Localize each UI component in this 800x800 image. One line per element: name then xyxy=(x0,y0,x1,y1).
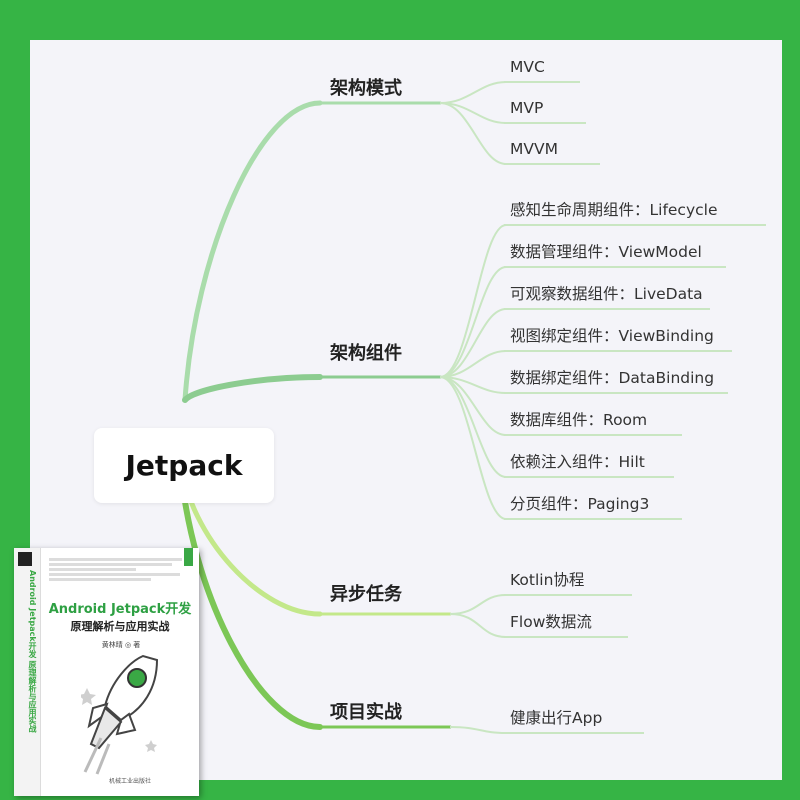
leaf-connector xyxy=(449,594,507,615)
publisher-logo-icon xyxy=(18,552,32,566)
leaf-connector xyxy=(439,376,507,520)
leaf-label[interactable]: 可观察数据组件：LiveData xyxy=(510,285,703,303)
root-node-label: Jetpack xyxy=(125,449,243,482)
book-spine-title: Android Jetpack开发 原理解析与应用实战 xyxy=(28,570,37,733)
leaf-connector xyxy=(439,266,507,378)
leaf-label[interactable]: 数据绑定组件：DataBinding xyxy=(510,369,714,387)
book-cover-image: Android Jetpack开发 原理解析与应用实战 Android Jetp… xyxy=(14,548,199,796)
leaf-label[interactable]: MVC xyxy=(510,58,545,76)
book-front: Android Jetpack开发 原理解析与应用实战 黄林晴 ◎ 著 机械工业… xyxy=(41,548,199,796)
book-spine: Android Jetpack开发 原理解析与应用实战 xyxy=(14,548,41,796)
root-node[interactable]: Jetpack xyxy=(94,428,274,503)
leaf-label[interactable]: Kotlin协程 xyxy=(510,571,584,589)
branch-label[interactable]: 项目实战 xyxy=(330,701,402,723)
leaf-label[interactable]: MVVM xyxy=(510,140,558,158)
book-title: Android Jetpack开发 xyxy=(48,602,192,617)
branch-label[interactable]: 架构组件 xyxy=(330,342,402,364)
mindmap-diagram: 架构模式 MVC MVP MVVM 架构组件 感知生命周期组件：Lifecycle 数据管理… xyxy=(177,58,766,734)
book-publisher: 机械工业出版社 xyxy=(108,778,151,785)
branch-label[interactable]: 架构模式 xyxy=(330,77,402,99)
branch-connector xyxy=(177,457,323,730)
book-author: 黄林晴 ◎ 著 xyxy=(101,641,141,649)
leaf-connector xyxy=(449,613,507,638)
leaf-connector xyxy=(439,376,507,436)
leaf-label[interactable]: Flow数据流 xyxy=(510,613,592,631)
leaf-label[interactable]: 依赖注入组件：Hilt xyxy=(510,453,645,471)
cover-accent-bar xyxy=(184,548,193,566)
book-subtitle: 原理解析与应用实战 xyxy=(70,620,170,633)
leaf-label[interactable]: 感知生命周期组件：Lifecycle xyxy=(510,201,718,219)
leaf-label[interactable]: 数据管理组件：ViewModel xyxy=(510,243,702,261)
leaf-connector xyxy=(439,81,507,104)
rocket-icon xyxy=(81,654,159,775)
leaf-label[interactable]: 分页组件：Paging3 xyxy=(510,495,649,513)
leaf-label[interactable]: 数据库组件：Room xyxy=(510,411,647,429)
branch-label[interactable]: 异步任务 xyxy=(330,583,403,605)
branch-connector xyxy=(182,100,323,403)
leaf-connector xyxy=(439,308,507,378)
leaf-connector xyxy=(439,102,507,165)
branch-connector xyxy=(182,374,323,403)
leaf-label[interactable]: 健康出行App xyxy=(510,709,602,727)
leaf-connector xyxy=(449,726,507,734)
leaf-connector xyxy=(439,224,507,378)
cover-blurb xyxy=(49,556,194,583)
leaf-connector xyxy=(439,350,507,378)
leaf-label[interactable]: MVP xyxy=(510,99,543,117)
leaf-label[interactable]: 视图绑定组件：ViewBinding xyxy=(510,327,714,345)
